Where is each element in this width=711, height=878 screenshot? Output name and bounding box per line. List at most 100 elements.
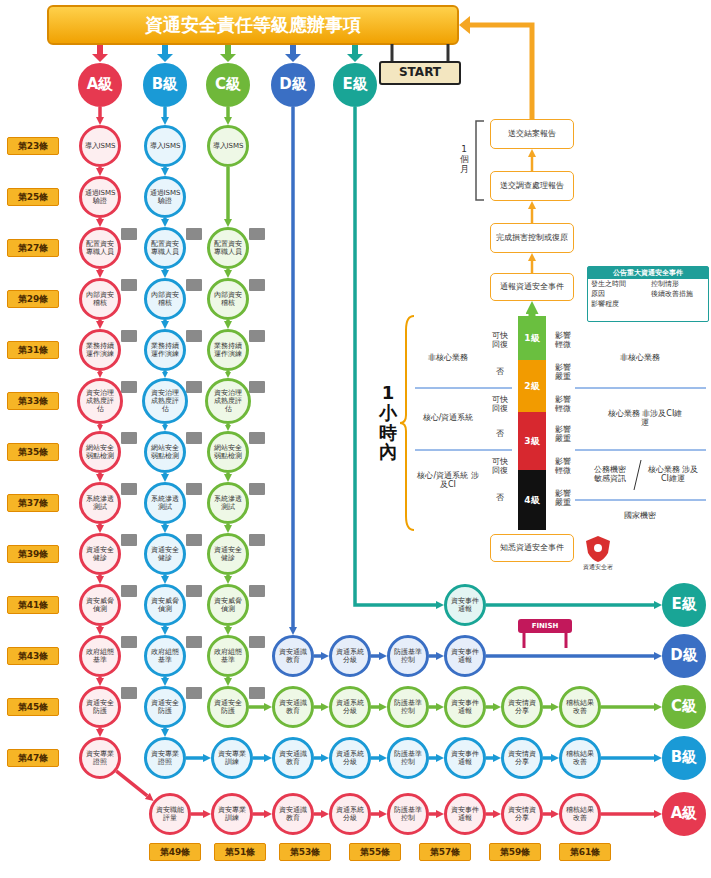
flow-arrow (486, 654, 654, 658)
circle-outline (331, 739, 370, 778)
circle-outline (503, 795, 542, 834)
circle-outline (446, 586, 485, 625)
annotation-label: 否 (496, 367, 504, 376)
node-text: 資通系統分級 (333, 699, 367, 715)
layout-art (347, 54, 363, 62)
severity-band: 4級 (518, 470, 546, 530)
node-text: 資安事件通報 (448, 699, 482, 715)
layout-art (121, 381, 137, 393)
flow-arrow (163, 728, 167, 729)
task-circle: 業務持續運作演練 (79, 329, 121, 371)
flow-arrow (486, 756, 493, 760)
task-circle: 資安事件通報 (444, 793, 486, 835)
circle-outline (81, 484, 120, 523)
circle-outline (389, 688, 428, 727)
circle-outline (146, 433, 185, 472)
task-circle: 防護基準控制 (387, 635, 429, 677)
circle-outline (561, 688, 600, 727)
node-text: D級 (279, 76, 306, 93)
level-circle: A級 (662, 792, 706, 836)
task-circle: 配置資安專職人員 (79, 227, 121, 269)
flow-arrow (601, 812, 654, 816)
flow-arrow (253, 812, 264, 816)
circle-outline (209, 535, 248, 574)
annotation-label: 國家機密 (624, 511, 656, 520)
flow-arrow (314, 705, 321, 709)
node-text: 資安專業證照 (148, 750, 182, 766)
layout-art (249, 432, 265, 444)
node-text: 第57條 (430, 847, 461, 857)
layout-art (121, 483, 137, 495)
process-box: 送交結案報告 (490, 119, 574, 149)
circle-outline (446, 795, 485, 834)
task-circle: 資安威脅偵測 (144, 584, 186, 626)
layout-art (249, 483, 265, 495)
task-circle: 網站安全弱點檢測 (144, 431, 186, 473)
task-circle: 稽核結果改善 (559, 686, 601, 728)
annotation-label: 影響輕微 (554, 331, 572, 349)
task-circle: 資安威脅偵測 (207, 584, 249, 626)
layout-art (186, 330, 202, 342)
flow-arrow (98, 626, 102, 627)
layout-art (518, 619, 572, 633)
annotation-label: 非核心業務 (620, 353, 660, 362)
task-circle: 通過ISMS驗證 (79, 176, 121, 218)
node-text: 政府組態基準 (148, 648, 182, 664)
node-text: 第23條 (18, 141, 49, 151)
circle-outline (146, 484, 185, 523)
flow-arrow (226, 371, 230, 372)
node-text: 資通系統分級 (333, 750, 367, 766)
task-circle: 資通安全健診 (79, 533, 121, 575)
panel-text: 發生之時間 (588, 279, 629, 289)
task-circle: 資安職能評量 (149, 793, 191, 835)
layout-art (186, 534, 202, 546)
circle-outline (79, 64, 121, 106)
task-circle: 資安事件通報 (444, 737, 486, 779)
annotation-label: 影響輕微 (554, 395, 572, 413)
circle-outline (146, 739, 185, 778)
layout-art (186, 636, 202, 648)
level-circle: E級 (333, 63, 377, 107)
node-text: 資安威脅偵測 (83, 597, 117, 613)
circle-outline (274, 688, 313, 727)
layout-art (186, 432, 202, 444)
layout-art (162, 45, 168, 54)
task-circle: 內部資安稽核 (207, 278, 249, 320)
layout-art (157, 54, 173, 62)
node-text: 第43條 (18, 651, 49, 661)
circle-outline (446, 637, 485, 676)
node-text: 第39條 (18, 549, 49, 559)
article-tag: 第35條 (7, 443, 59, 461)
layout-art (249, 534, 265, 546)
layout-art (459, 16, 470, 34)
flow-arrow (163, 218, 167, 219)
notice-panel: 公告重大資通安全事件發生之時間控制情形原因後續改善措施影響程度 (587, 266, 709, 322)
panel-text: 後續改善措施 (648, 289, 696, 299)
node-text: 資安通識教育 (276, 750, 310, 766)
circle-outline (209, 637, 248, 676)
annotation-label: 影響嚴重 (554, 363, 572, 381)
circle-outline (146, 637, 185, 676)
circle-outline (663, 584, 705, 626)
task-circle: 資安專業證照 (144, 737, 186, 779)
annotation-label: 1小時內 (379, 383, 397, 462)
task-circle: 資通安全防護 (207, 686, 249, 728)
layout-art (220, 54, 236, 62)
annotation-label: 可快回復 (491, 395, 509, 413)
circle-outline (146, 280, 185, 319)
task-circle: 資安通識教育 (272, 686, 314, 728)
article-tag: 第51條 (214, 843, 266, 861)
node-text: 第25條 (18, 192, 49, 202)
node-text: 資通安全健診 (83, 546, 117, 562)
layout-art (447, 44, 450, 62)
layout-art (249, 636, 265, 648)
circle-outline (81, 637, 120, 676)
circle-outline (561, 795, 600, 834)
circle-outline (213, 739, 252, 778)
process-box: 完成損害控制或復原 (490, 223, 574, 253)
layout-art (186, 279, 202, 291)
circle-outline (272, 64, 314, 106)
article-tag: 第27條 (7, 239, 59, 257)
flow-arrow (163, 424, 167, 425)
